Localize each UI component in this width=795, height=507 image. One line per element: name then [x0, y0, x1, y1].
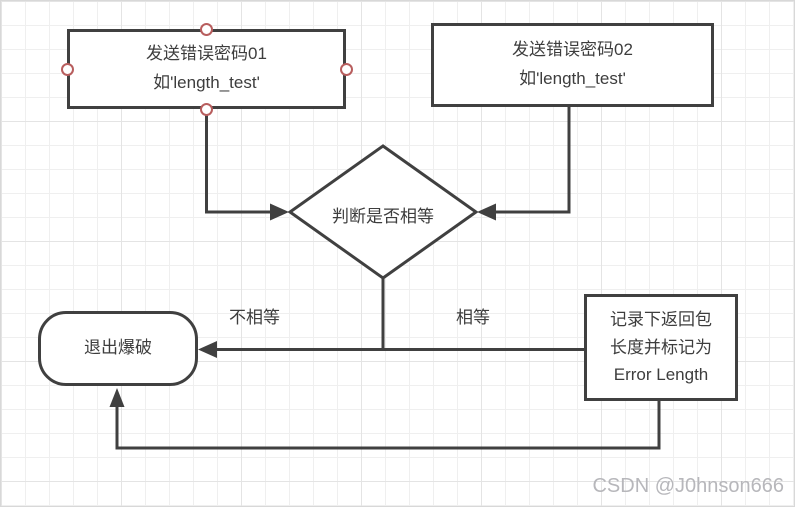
node-send-wrong-password-01[interactable]: 发送错误密码01 如'length_test' [67, 29, 346, 109]
node-exit-bruteforce[interactable]: 退出爆破 [38, 311, 198, 386]
connection-handle-left[interactable] [60, 62, 74, 76]
connection-handle-top[interactable] [200, 22, 213, 36]
edge-label-not-equal: 不相等 [229, 308, 280, 327]
csdn-watermark: CSDN @J0hnson666 [592, 475, 784, 497]
decision-diamond[interactable] [287, 144, 479, 280]
arrowhead-into-decision-right[interactable] [477, 203, 496, 221]
node-label: 记录下返回包 长度并标记为 Error Length [610, 310, 712, 385]
arrowhead-into-exit-bottom[interactable] [109, 388, 125, 407]
connector-send01-to-decision[interactable] [205, 109, 272, 214]
node-send-wrong-password-02[interactable]: 发送错误密码02 如'length_test' [431, 23, 714, 107]
connector-record-to-exit-loop[interactable] [115, 401, 661, 450]
arrowhead-into-exit-right[interactable] [198, 341, 217, 358]
connection-handle-right[interactable] [339, 62, 353, 76]
arrowhead-into-decision-left[interactable] [270, 203, 289, 221]
decision-label: 判断是否相等 [332, 207, 434, 226]
node-record-error-length[interactable]: 记录下返回包 长度并标记为 Error Length [584, 294, 738, 401]
edge-label-equal: 相等 [456, 308, 490, 327]
connector-send02-to-decision[interactable] [495, 106, 571, 214]
node-label: 发送错误密码02 如'length_test' [512, 40, 633, 88]
connection-handle-bottom[interactable] [200, 102, 213, 116]
node-label: 退出爆破 [84, 338, 152, 358]
node-label: 发送错误密码01 如'length_test' [146, 44, 267, 92]
